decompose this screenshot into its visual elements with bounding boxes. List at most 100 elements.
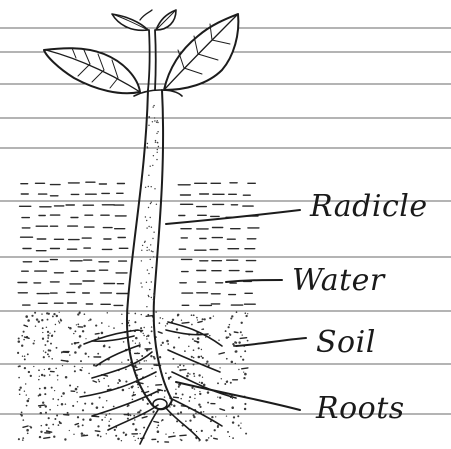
soil-speck (55, 368, 57, 370)
stem-speck (156, 122, 157, 123)
soil-speck (47, 337, 49, 339)
soil-speck (71, 343, 73, 345)
soil-speck (27, 353, 29, 355)
soil-speck (228, 326, 230, 328)
soil-speck (25, 315, 28, 318)
soil-speck (113, 327, 115, 329)
soil-speck (49, 333, 50, 334)
soil-speck (240, 427, 242, 429)
soil-speck (173, 405, 175, 407)
soil-speck (106, 433, 107, 434)
soil-speck (233, 416, 235, 418)
soil-speck (27, 400, 30, 403)
soil-speck (33, 342, 35, 344)
stem-speck (153, 155, 154, 156)
soil-speck (166, 340, 169, 343)
soil-speck (182, 394, 184, 396)
soil-speck (242, 334, 243, 335)
soil-speck (209, 317, 211, 319)
soil-speck (136, 359, 138, 361)
soil-speck (80, 360, 82, 362)
stem-speck (154, 117, 155, 118)
soil-speck (61, 396, 63, 398)
soil-speck (140, 327, 142, 329)
stem-speck (146, 220, 147, 221)
stem-speck (155, 142, 156, 143)
soil-speck (204, 318, 206, 320)
soil-speck (236, 311, 238, 313)
stem-speck (151, 368, 152, 369)
stem-speck (148, 125, 149, 126)
soil-speck (107, 312, 108, 313)
soil-speck (142, 399, 144, 401)
stem-speck (137, 375, 138, 376)
soil-speck (195, 412, 196, 413)
soil-speck (75, 388, 78, 391)
soil-fleck (158, 332, 162, 333)
stem-speck (148, 273, 149, 274)
soil-speck (18, 340, 21, 343)
soil-speck (221, 378, 222, 379)
soil-speck (20, 414, 21, 415)
soil-speck (242, 359, 244, 361)
soil-speck (132, 340, 134, 342)
soil-speck (100, 436, 102, 438)
soil-speck (203, 411, 205, 413)
soil-speck (22, 439, 24, 441)
stem-speck (149, 343, 150, 344)
soil-speck (65, 403, 67, 405)
soil-speck (22, 437, 24, 439)
soil-speck (84, 313, 86, 315)
soil-speck (23, 331, 25, 333)
soil-speck (209, 335, 210, 336)
soil-speck (43, 356, 45, 358)
soil-speck (76, 324, 77, 325)
soil-fleck (75, 343, 79, 344)
soil-speck (178, 384, 180, 386)
stem-speck (157, 120, 158, 121)
soil-speck (228, 336, 230, 338)
soil-speck (24, 356, 25, 357)
soil-speck (237, 415, 239, 417)
soil-speck (41, 313, 42, 314)
soil-speck (198, 347, 200, 349)
soil-speck (226, 415, 227, 416)
soil-speck (26, 405, 28, 407)
soil-speck (155, 376, 156, 377)
soil-speck (84, 392, 86, 394)
soil-speck (25, 383, 26, 384)
soil-speck (181, 439, 183, 441)
soil-speck (134, 321, 136, 323)
soil-speck (38, 395, 40, 397)
soil-speck (188, 346, 189, 347)
soil-speck (85, 353, 87, 355)
soil-speck (198, 374, 200, 376)
soil-speck (202, 318, 204, 320)
soil-speck (213, 315, 214, 316)
soil-speck (205, 363, 207, 365)
soil-speck (196, 317, 198, 319)
soil-speck (30, 426, 32, 428)
soil-speck (155, 311, 156, 312)
stem-speck (150, 244, 151, 245)
left-leaf (44, 48, 140, 93)
soil-speck (64, 438, 66, 440)
soil-speck (47, 340, 49, 342)
soil-speck (41, 374, 43, 376)
soil-fleck (23, 426, 28, 427)
stem-speck (156, 159, 157, 160)
soil-speck (147, 335, 149, 337)
soil-speck (232, 437, 234, 439)
soil-speck (48, 368, 50, 370)
soil-speck (241, 322, 243, 324)
soil-speck (152, 411, 154, 413)
soil-fleck (24, 325, 27, 326)
soil-speck (201, 382, 203, 384)
soil-speck (109, 421, 110, 422)
soil-speck (128, 325, 130, 327)
soil-speck (147, 403, 149, 405)
soil-speck (214, 429, 216, 431)
soil-speck (52, 315, 54, 317)
soil-speck (238, 425, 240, 427)
